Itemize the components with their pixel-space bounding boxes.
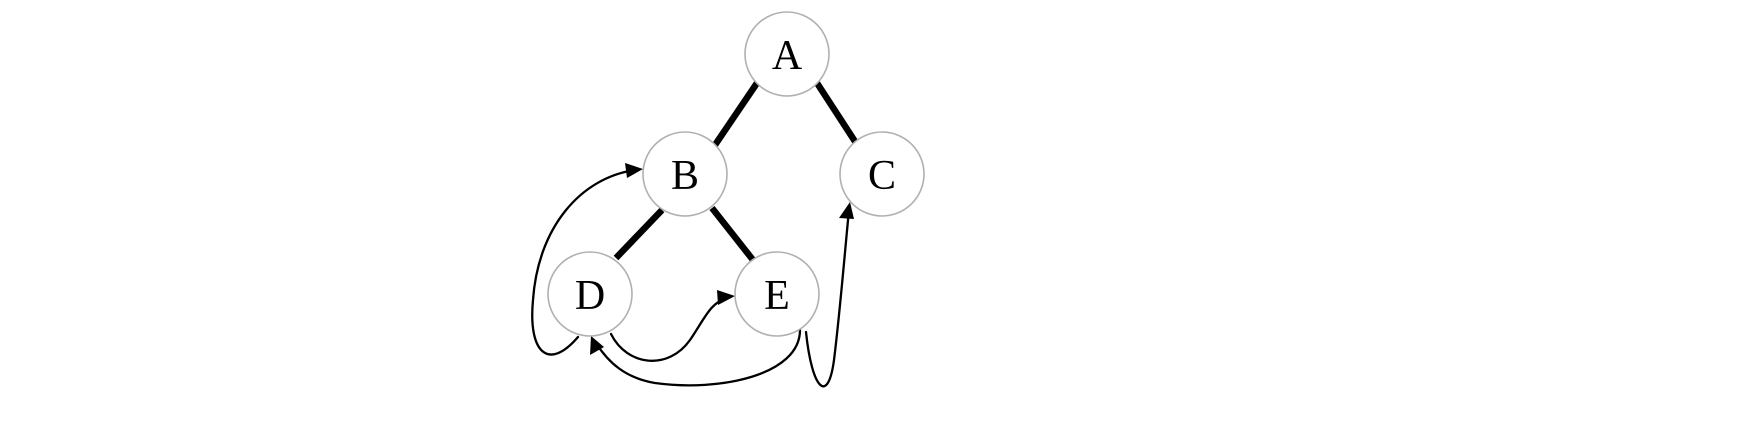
- curved-edge-group: [531, 163, 854, 388]
- tree-edge-a-b: [712, 81, 760, 147]
- node-c-circle[interactable]: [839, 131, 925, 217]
- node-a[interactable]: A: [744, 11, 830, 97]
- arrow-head-d-to-b: [625, 163, 643, 178]
- curve-edge-d-to-e: [609, 296, 729, 362]
- curve-edge-d-to-b: [531, 168, 637, 356]
- node-e-label: E: [764, 273, 790, 319]
- tree-edge-group: [613, 81, 859, 263]
- node-b-label: B: [671, 153, 699, 199]
- node-c-label: C: [868, 153, 896, 199]
- curve-edge-e-to-d: [594, 328, 802, 387]
- node-e-circle[interactable]: [734, 251, 820, 337]
- node-e[interactable]: E: [734, 251, 820, 337]
- arrow-head-e-to-c: [839, 202, 854, 219]
- tree-edge-b-e: [709, 205, 756, 263]
- node-d-label: D: [575, 273, 605, 319]
- curve-edge-e-to-c: [804, 208, 851, 388]
- node-a-circle[interactable]: [744, 11, 830, 97]
- arrow-head-e-to-d: [590, 336, 604, 355]
- node-a-label: A: [772, 33, 803, 79]
- node-d-circle[interactable]: [547, 251, 633, 337]
- tree-edge-a-c: [814, 81, 859, 145]
- node-b[interactable]: B: [642, 131, 728, 217]
- node-d[interactable]: D: [547, 251, 633, 337]
- arrow-head-d-to-e: [717, 290, 735, 305]
- node-b-circle[interactable]: [642, 131, 728, 217]
- tree-edge-b-d: [613, 207, 665, 261]
- node-c[interactable]: C: [839, 131, 925, 217]
- node-group: A B C D E: [547, 11, 925, 337]
